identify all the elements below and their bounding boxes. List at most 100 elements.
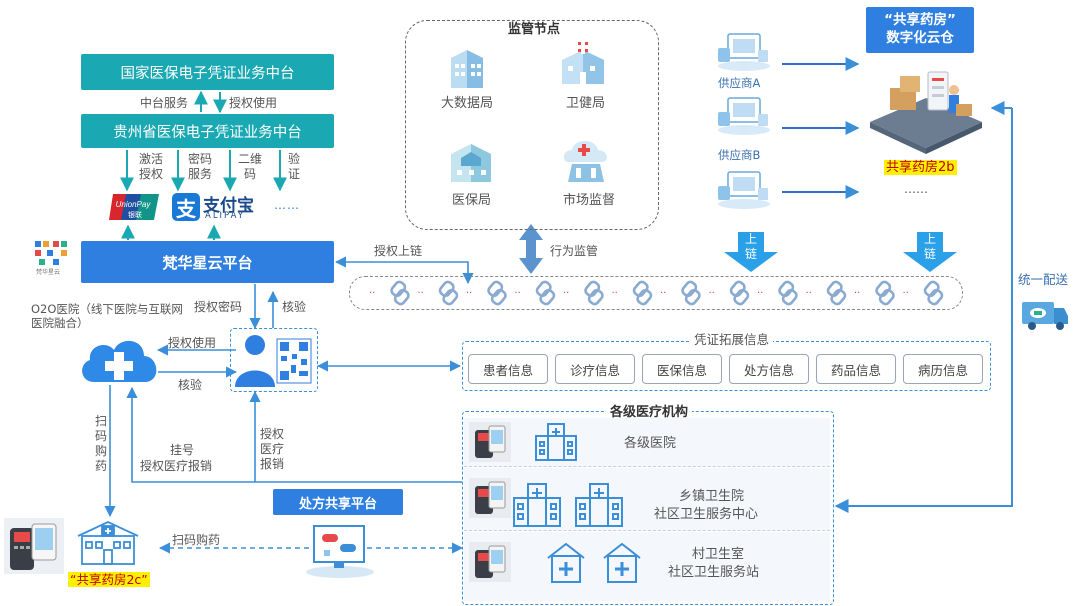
blockchain-bar: ························ bbox=[349, 276, 963, 310]
pharmacy-2b-text: 共享药房2b bbox=[884, 160, 957, 175]
auth-chain-label: 授权上链 bbox=[374, 244, 423, 258]
chain-links: ························ bbox=[369, 280, 944, 306]
behavior-monitor-label: 行为监管 bbox=[550, 244, 599, 258]
o2o-title: O2O医院（线下医院与互联网医院融合） bbox=[31, 302, 183, 331]
service-activate: 激活授权 bbox=[138, 152, 163, 181]
unionpay-logo-icon: UnionPay 银联 bbox=[109, 192, 159, 222]
pos-terminal-icon bbox=[469, 422, 511, 462]
auth-med-reimburse-label: 授权医疗报销 bbox=[259, 427, 284, 471]
big-data-bureau-icon bbox=[447, 44, 487, 90]
chip-prescription: 处方信息 bbox=[729, 354, 809, 384]
chain-dots: ·· bbox=[612, 288, 618, 299]
institution-row-1 bbox=[464, 418, 830, 467]
medical-insurance-bureau-icon bbox=[447, 136, 495, 186]
pharmacy-2c: “共享药房2c” bbox=[68, 572, 150, 588]
chain-link-icon bbox=[729, 280, 750, 306]
chain-dots: ·· bbox=[369, 288, 375, 299]
chain-dots: ·· bbox=[563, 288, 569, 299]
chain-dots: ·· bbox=[854, 288, 860, 299]
supplier-b-label: 供应商B bbox=[718, 148, 761, 162]
chip-diagnosis: 诊疗信息 bbox=[555, 354, 635, 384]
delivery-truck-icon bbox=[1020, 298, 1070, 332]
chain-dots: ·· bbox=[466, 288, 472, 299]
prescription-platform: 处方共享平台 bbox=[273, 489, 403, 515]
pos-terminal-icon-2 bbox=[469, 478, 511, 518]
user-qr-box bbox=[230, 328, 318, 392]
chain-link-icon bbox=[632, 280, 653, 306]
fanhua-logo-icon: 梵华星云 bbox=[34, 240, 70, 276]
chain-dots: ·· bbox=[757, 288, 763, 299]
chain-link-icon bbox=[681, 280, 701, 306]
inst-community-station: 社区卫生服务站 bbox=[668, 565, 760, 580]
auth-use-label: 授权使用 bbox=[168, 336, 217, 350]
chain-dots: ·· bbox=[515, 288, 521, 299]
verify-mid-label: 核验 bbox=[178, 378, 203, 392]
upchain-arrow-2 bbox=[903, 232, 957, 272]
inst-village: 村卫生室 bbox=[692, 547, 745, 562]
pharmacy-building-icon bbox=[74, 516, 142, 566]
health-bureau-icon bbox=[558, 40, 608, 90]
chip-patient: 患者信息 bbox=[468, 354, 548, 384]
institutions-title: 各级医疗机构 bbox=[606, 405, 693, 422]
warehouse-title-1: “共享药房” bbox=[884, 12, 956, 29]
scan-buy-vertical: 扫码购药 bbox=[94, 414, 107, 473]
pharmacy-2c-text: “共享药房2c” bbox=[68, 572, 150, 587]
middle-service-label: 中台服务 bbox=[140, 96, 189, 110]
alipay-cn: 支付宝 bbox=[203, 196, 254, 216]
pos-terminal-icon-3 bbox=[469, 542, 511, 582]
node-market: 市场监督 bbox=[563, 193, 616, 208]
supplier-c-icon bbox=[714, 166, 774, 210]
supervision-node-box bbox=[405, 20, 659, 230]
chain-link-icon bbox=[438, 280, 459, 306]
unionpay-en: UnionPay bbox=[116, 200, 152, 209]
chain-link-icon bbox=[535, 280, 556, 306]
chain-dots: ·· bbox=[418, 288, 424, 299]
inst-community-center: 社区卫生服务中心 bbox=[654, 507, 759, 522]
clinic-icon-1 bbox=[546, 540, 586, 584]
prescription-screen-icon bbox=[300, 520, 380, 580]
service-verify: 验证 bbox=[287, 152, 300, 181]
inst-township: 乡镇卫生院 bbox=[679, 489, 745, 504]
chain-link-icon bbox=[584, 280, 604, 306]
authorized-use-label: 授权使用 bbox=[229, 96, 278, 110]
pharmacy-2b: 共享药房2b bbox=[884, 160, 957, 176]
chain-dots: ·· bbox=[709, 288, 715, 299]
alipay-en: ALIPAY bbox=[205, 211, 245, 221]
behavior-arrow bbox=[519, 224, 543, 274]
node-big-data: 大数据局 bbox=[441, 96, 494, 111]
hospital-icon-2 bbox=[512, 480, 562, 528]
fanhua-platform: 梵华星云平台 bbox=[81, 241, 334, 283]
auth-reimburse-label: 授权医疗报销 bbox=[140, 459, 213, 473]
chain-link-icon bbox=[826, 280, 847, 306]
service-qrcode: 二维码 bbox=[237, 152, 262, 181]
chip-record: 病历信息 bbox=[903, 354, 983, 384]
chain-dots: ·· bbox=[903, 288, 909, 299]
scan-buy-bottom-label: 扫码购药 bbox=[172, 533, 221, 547]
service-password: 密码服务 bbox=[187, 152, 212, 181]
clinic-icon-2 bbox=[602, 540, 642, 584]
hospital-icon-1 bbox=[534, 420, 578, 462]
register-label: 挂号 bbox=[170, 443, 195, 457]
node-health: 卫健局 bbox=[566, 96, 606, 111]
credential-title: 凭证拓展信息 bbox=[690, 332, 774, 348]
o2o-cloud-icon bbox=[78, 330, 162, 386]
chip-insurance: 医保信息 bbox=[642, 354, 722, 384]
chain-link-icon bbox=[390, 280, 410, 306]
national-platform: 国家医保电子凭证业务中台 bbox=[81, 54, 334, 90]
warehouse-title-2: 数字化云仓 bbox=[886, 30, 954, 46]
chain-link-icon bbox=[875, 280, 895, 306]
upchain-arrow-1 bbox=[724, 232, 778, 272]
verify-top-label: 核验 bbox=[282, 300, 307, 314]
logo-ellipsis: …… bbox=[274, 198, 300, 212]
unified-delivery-label: 统一配送 bbox=[1018, 272, 1069, 287]
chain-dots: ·· bbox=[660, 288, 666, 299]
upchain-label-1: 上链 bbox=[744, 232, 757, 261]
inst-hospital: 各级医院 bbox=[624, 436, 677, 451]
institution-row-2 bbox=[464, 468, 830, 531]
pos-terminal-large-icon bbox=[4, 518, 64, 574]
guizhou-platform: 贵州省医保电子凭证业务中台 bbox=[81, 114, 334, 148]
chain-link-icon bbox=[487, 280, 507, 306]
chain-link-icon bbox=[778, 280, 798, 306]
node-medical-insurance: 医保局 bbox=[452, 193, 492, 208]
